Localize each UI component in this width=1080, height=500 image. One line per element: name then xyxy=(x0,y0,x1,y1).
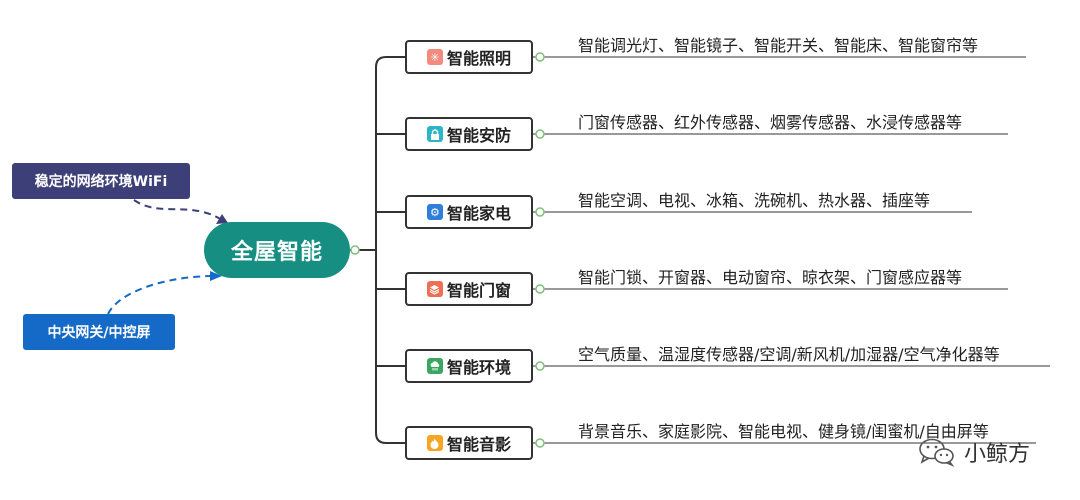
branch-label: 智能安防 xyxy=(446,126,511,145)
branch-appliances: ⚙ 智能家电 xyxy=(405,195,533,229)
sun-icon: ✳ xyxy=(426,49,443,65)
wifi-node: 稳定的网络环境WiFi xyxy=(12,163,190,199)
flame-icon xyxy=(426,435,443,451)
branch-security: 智能安防 xyxy=(405,117,533,151)
center-node: 全屋智能 xyxy=(204,222,350,278)
detail-appliances: 智能空调、电视、冰箱、洗碗机、热水器、插座等 xyxy=(578,191,931,210)
watermark: 小鲸方 xyxy=(918,436,1030,468)
gateway-node: 中央网关/中控屏 xyxy=(23,314,175,350)
branch-label: 智能门窗 xyxy=(446,281,511,300)
arrowhead-gateway xyxy=(210,271,222,281)
branch-environment: 智能环境 xyxy=(405,349,533,383)
detail-audio-video: 背景音乐、家庭影院、智能电视、健身镜/闺蜜机/自由屏等 xyxy=(578,422,989,441)
detail-doors-windows: 智能门锁、开窗器、电动窗帘、晾衣架、门窗感应器等 xyxy=(578,268,963,287)
lock-icon xyxy=(426,126,443,142)
detail-environment: 空气质量、温湿度传感器/空调/新风机/加湿器/空气净化器等 xyxy=(578,345,1000,364)
cloud-icon xyxy=(426,358,443,374)
dashed-arrow-gateway xyxy=(107,275,215,315)
branch-audio-video: 智能音影 xyxy=(405,426,533,460)
detail-lighting: 智能调光灯、智能镜子、智能开关、智能床、智能窗帘等 xyxy=(578,36,979,55)
branch-label: 智能音影 xyxy=(446,435,511,454)
watermark-text: 小鲸方 xyxy=(964,442,1031,467)
branch-label: 智能家电 xyxy=(446,204,511,223)
detail-security: 门窗传感器、红外传感器、烟雾传感器、水浸传感器等 xyxy=(578,113,963,132)
center-knob xyxy=(350,245,360,255)
branch-label: 智能照明 xyxy=(446,49,511,68)
gear-icon: ⚙ xyxy=(426,204,443,220)
branch-doors-windows: 智能门窗 xyxy=(405,272,533,306)
branch-label: 智能环境 xyxy=(446,358,511,377)
wechat-icon xyxy=(919,438,955,467)
dashed-arrow-wifi xyxy=(133,199,223,221)
arrowhead-wifi xyxy=(216,214,228,224)
branch-lighting: ✳ 智能照明 xyxy=(405,40,533,74)
layers-icon xyxy=(426,281,443,297)
